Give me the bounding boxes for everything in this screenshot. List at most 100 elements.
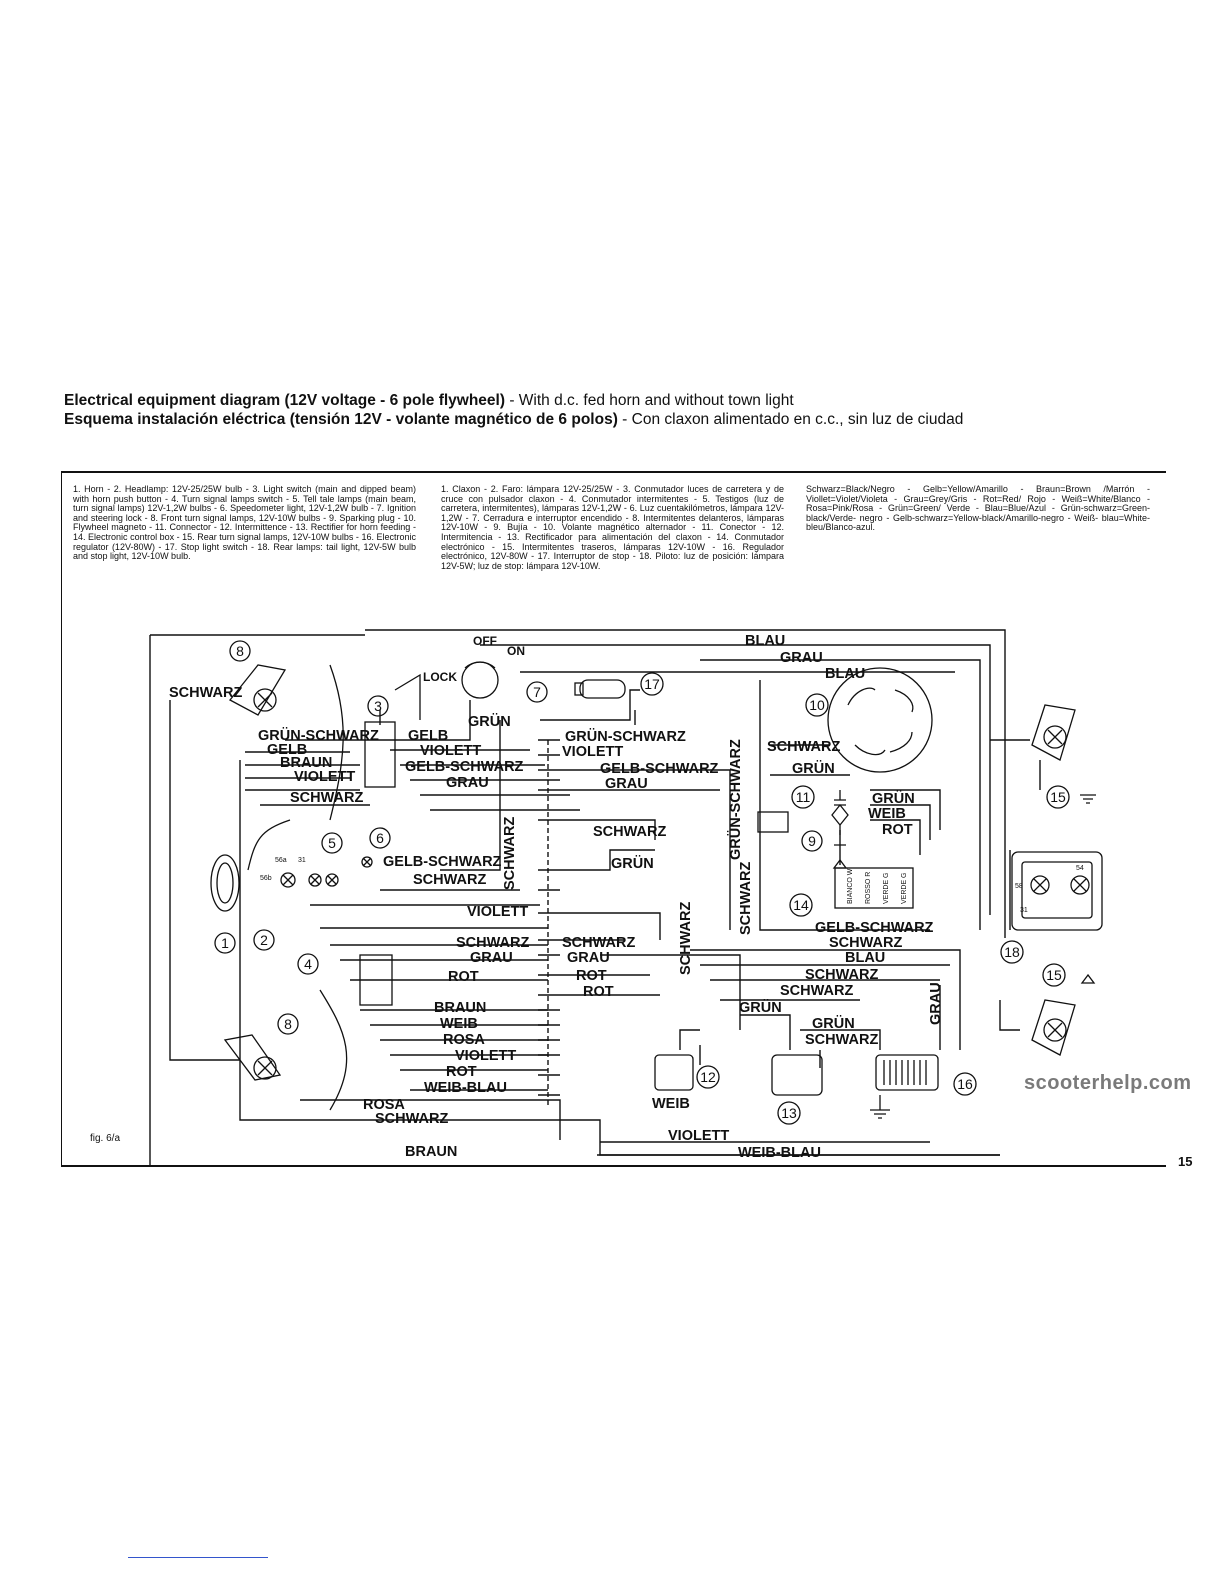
svg-text:SCHWARZ: SCHWARZ [829,935,902,951]
watermark: scooterhelp.com [1024,1072,1192,1094]
svg-text:GRÜN: GRÜN [872,790,915,807]
svg-text:VIOLETT: VIOLETT [294,769,355,785]
svg-text:7: 7 [533,684,541,700]
front-turn-signal-bottom [223,1034,282,1081]
ground-symbols [832,794,1096,1119]
svg-text:6: 6 [376,830,384,846]
switch-lock-label: LOCK [423,670,457,684]
svg-text:18: 18 [1004,944,1020,960]
component-8-top: 8 [229,640,251,662]
lever-outline [394,673,421,720]
svg-text:17: 17 [644,676,660,692]
speedometer-lamp [361,856,373,868]
svg-text:SCHWARZ: SCHWARZ [780,983,853,999]
handlebar-outline-right [319,989,348,1111]
svg-text:SCHWARZ: SCHWARZ [169,685,242,701]
svg-text:10: 10 [809,697,825,713]
svg-text:GRÜN: GRÜN [812,1015,855,1032]
svg-text:15: 15 [1046,967,1062,983]
svg-text:GELB-SCHWARZ: GELB-SCHWARZ [600,761,719,777]
component-shapes [210,661,1103,1119]
svg-text:GRÜN: GRÜN [792,760,835,777]
component-2: 2 [253,929,275,951]
svg-text:WEIB-BLAU: WEIB-BLAU [738,1145,821,1161]
svg-text:8: 8 [236,643,244,659]
svg-text:BLAU: BLAU [745,633,785,649]
svg-text:GELB: GELB [267,742,307,758]
headlamp-outline [247,819,291,871]
page-number: 15 [1178,1154,1193,1169]
horn-shape [210,854,240,912]
title-spanish: Esquema instalación eléctrica (tensión 1… [64,410,963,429]
svg-text:BRAUN: BRAUN [405,1144,457,1160]
wire-color-labels: BLAU GRAU BLAU SCHWARZ GRÜN-SCHWARZ GELB… [169,633,944,1161]
switch-on-label: ON [507,644,525,658]
rear-lamp-bulbs [1030,875,1090,895]
svg-text:GELB-SCHWARZ: GELB-SCHWARZ [815,920,934,936]
connector-box [757,811,789,833]
stop-light-switch [574,679,626,699]
control-box [834,867,914,909]
control-box-labels: BIANCO W ROSSO R VERDE G VERDE G [847,868,908,904]
rear-lamp-housing [1011,851,1103,931]
svg-text:SCHWARZ: SCHWARZ [805,1032,878,1048]
svg-text:WEIB: WEIB [440,1016,478,1032]
svg-text:56a: 56a [275,857,287,864]
title-english-rest: - With d.c. fed horn and without town li… [505,392,794,409]
svg-text:WEIB: WEIB [652,1096,690,1112]
title-spanish-rest: - Con claxon alimentado en c.c., sin luz… [617,411,964,428]
legend-colors: Schwarz=Black/Negro - Gelb=Yellow/Amaril… [806,484,1150,533]
svg-text:VIOLETT: VIOLETT [562,744,623,760]
legend-english: 1. Horn - 2. Headlamp: 12V-25/25W bulb -… [73,484,416,562]
svg-text:VIOLETT: VIOLETT [455,1048,516,1064]
rear-turn-signal-bottom [1031,999,1076,1056]
svg-text:GRÜN-SCHWARZ: GRÜN-SCHWARZ [565,728,686,745]
svg-text:BIANCO W: BIANCO W [847,868,854,904]
component-6: 6 [369,827,391,849]
rectifier-box [771,1054,823,1096]
component-15-bottom: 15 [1042,963,1066,987]
svg-text:54: 54 [1076,865,1084,872]
svg-text:GRAU: GRAU [567,950,610,966]
legend-spanish: 1. Claxon - 2. Faro: lámpara 12V-25/25W … [441,484,784,571]
svg-text:16: 16 [957,1076,973,1092]
svg-text:15: 15 [1050,789,1066,805]
spark-plug [831,790,849,846]
bottom-link-rule [128,1557,268,1558]
component-4: 4 [297,953,319,975]
turn-signal-switch-box [359,954,393,1006]
svg-text:14: 14 [793,897,809,913]
svg-text:GRAU: GRAU [470,950,513,966]
svg-text:SCHWARZ: SCHWARZ [562,935,635,951]
svg-text:GRAU: GRAU [928,982,944,1025]
svg-text:SCHWARZ: SCHWARZ [413,872,486,888]
title-english-bold: Electrical equipment diagram (12V voltag… [64,392,506,409]
svg-text:5: 5 [328,835,336,851]
component-9: 9 [801,830,823,852]
svg-text:SCHWARZ: SCHWARZ [502,817,518,890]
component-numbers: 1 2 3 4 5 6 7 8 8 9 10 11 12 13 14 15 15… [214,640,1070,1125]
svg-text:3: 3 [374,698,382,714]
component-5: 5 [321,832,343,854]
front-turn-signal-top [229,664,287,716]
svg-text:31: 31 [1020,907,1028,914]
svg-text:VERDE G: VERDE G [901,872,908,904]
svg-text:WEIB: WEIB [868,806,906,822]
component-13: 13 [777,1101,801,1125]
svg-text:ROSA: ROSA [443,1032,485,1048]
svg-text:12: 12 [700,1069,716,1085]
svg-text:VIOLETT: VIOLETT [668,1128,729,1144]
svg-text:58: 58 [1015,883,1023,890]
svg-text:1: 1 [221,935,229,951]
svg-text:GRÜN: GRÜN [611,855,654,872]
svg-text:SCHWARZ: SCHWARZ [738,862,754,935]
svg-text:SCHWARZ: SCHWARZ [593,824,666,840]
svg-text:GELB-SCHWARZ: GELB-SCHWARZ [405,759,524,775]
svg-text:SCHWARZ: SCHWARZ [375,1111,448,1127]
component-10: 10 [805,693,829,717]
terminal-labels: 56a 56b 31 58 54 31 [260,857,1084,914]
svg-text:ROT: ROT [448,969,479,985]
switch-labels: OFF ON LOCK [423,634,525,684]
title-english: Electrical equipment diagram (12V voltag… [64,391,794,410]
